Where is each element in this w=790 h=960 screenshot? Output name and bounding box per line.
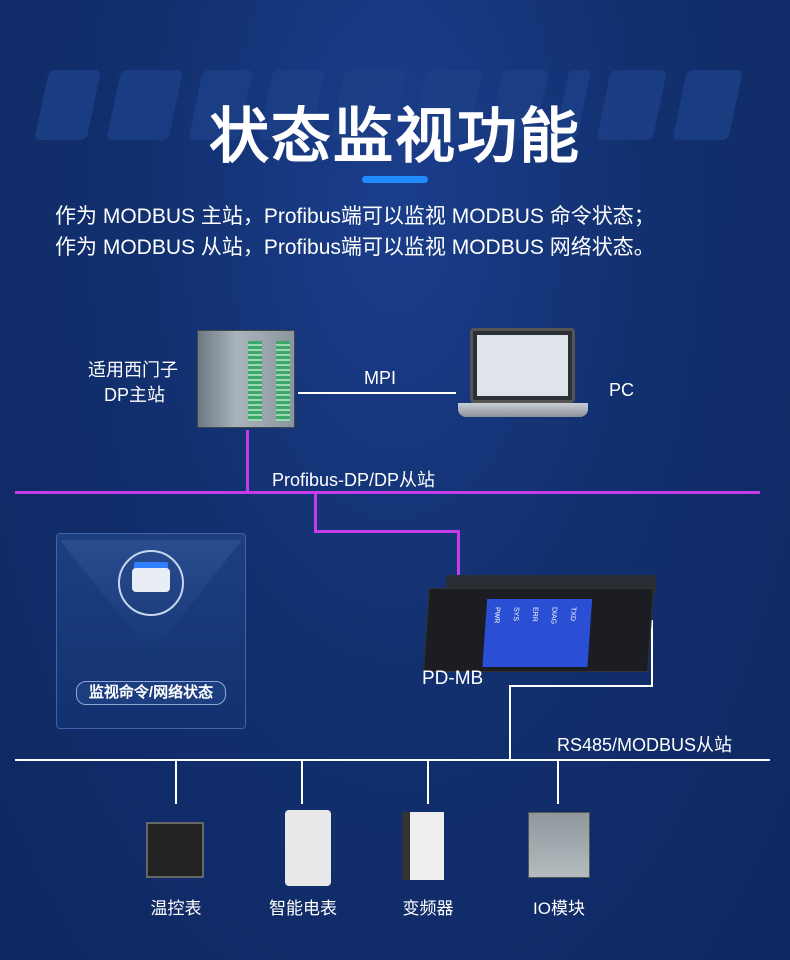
master-label-1: 适用西门子 (88, 360, 178, 380)
slave-drop-line (427, 760, 429, 804)
slave-label: 变频器 (402, 899, 454, 918)
slave-label: IO模块 (533, 899, 585, 918)
card-label: 监视命令/网络状态 (76, 681, 226, 705)
description-line-2: 作为 MODBUS 从站，Profibus端可以监视 MODBUS 网络状态。 (55, 236, 655, 259)
mpi-label: MPI (364, 368, 397, 388)
pd-mb-gateway-image: PWR SYS ERR DIAG TXD (423, 588, 654, 672)
led-indicator: SYS (511, 607, 520, 622)
monitor-device-icon (132, 568, 170, 592)
rs485-label: RS485/MODBUS从站 (557, 735, 733, 755)
page-title: 状态监视功能 (209, 103, 581, 170)
gateway-label: PD-MB (422, 668, 484, 689)
led-indicator: ERR (530, 607, 539, 622)
pc-label: PC (609, 380, 635, 400)
gateway-link-line (314, 530, 460, 533)
description-line-1: 作为 MODBUS 主站，Profibus端可以监视 MODBUS 命令状态； (55, 205, 655, 228)
title-underline (362, 176, 428, 183)
brand-watermark (35, 70, 743, 140)
io-module-image (528, 812, 590, 878)
smart-meter-image (285, 810, 331, 886)
gateway-link-line (314, 492, 317, 532)
profibus-bus-line (15, 491, 760, 494)
monitor-ring (118, 550, 184, 616)
pc-laptop-image (470, 328, 575, 403)
inverter-image (402, 812, 444, 880)
gateway-link-line (457, 530, 460, 592)
slave-drop-line (301, 760, 303, 804)
rs485-link-line (509, 685, 511, 761)
slave-label: 智能电表 (269, 899, 337, 918)
rs485-bus-line (15, 759, 770, 761)
led-indicator: DIAG (549, 607, 558, 625)
siemens-plc-image (197, 330, 295, 428)
slave-drop-line (175, 760, 177, 804)
slave-drop-line (557, 760, 559, 804)
mpi-line (298, 392, 456, 394)
master-label-2: DP主站 (104, 385, 166, 405)
plc-drop-line (246, 430, 249, 492)
laptop-base (458, 403, 588, 417)
temperature-controller-image (146, 822, 204, 878)
profibus-label: Profibus-DP/DP从站 (272, 470, 436, 490)
led-indicator: TXD (568, 607, 577, 621)
rs485-link-line (509, 685, 653, 687)
led-indicator: PWR (492, 607, 501, 624)
rs485-link-line (651, 620, 653, 686)
slave-label: 温控表 (150, 899, 202, 918)
